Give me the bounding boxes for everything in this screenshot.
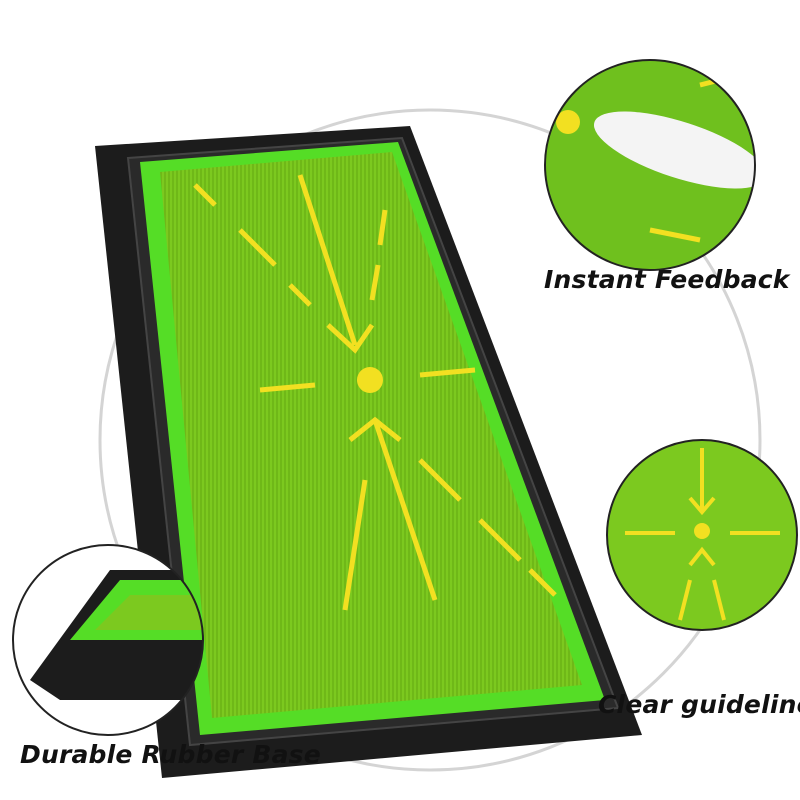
detail-circle-guideline: [606, 439, 798, 631]
detail-circle-feedback: [544, 59, 756, 271]
detail-circle-base: [12, 544, 204, 736]
label-durable-rubber-base: Durable Rubber Base: [20, 740, 321, 769]
guide-lines: [193, 174, 557, 611]
golf-swing-mat: [95, 126, 642, 778]
label-clear-guideline: Clear guideline: [598, 690, 800, 719]
label-instant-feedback: Instant Feedback: [544, 265, 790, 294]
background-ring: [98, 108, 762, 772]
